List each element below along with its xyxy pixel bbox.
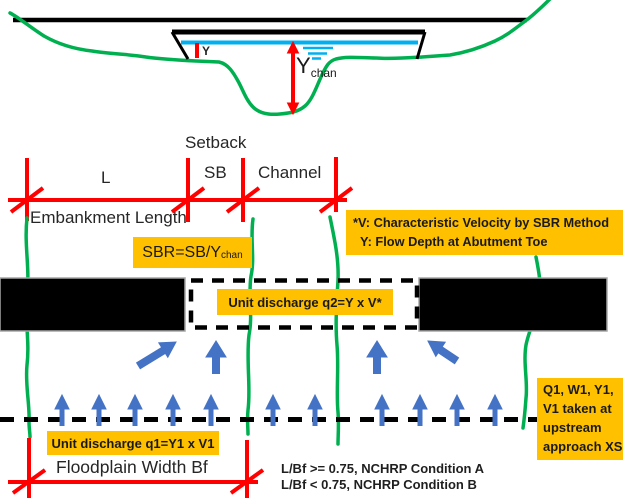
segment-sb-label: SB xyxy=(204,163,227,182)
segment-l-label: L xyxy=(101,168,111,187)
floodplain-dimension-line xyxy=(8,438,265,498)
flow-arrow-diagonal-right xyxy=(427,340,460,365)
abutment-depth-label: Y xyxy=(202,44,211,58)
floodplain-slash-left xyxy=(11,468,47,495)
flow-arrow-small-5 xyxy=(203,393,219,426)
terrain-ground-line xyxy=(8,0,552,117)
flow-arrow-small-4 xyxy=(165,393,181,426)
flow-arrow-vertical-big-2 xyxy=(366,340,388,374)
flow-arrow-small-1 xyxy=(54,393,70,426)
flow-arrow-vertical-big-1 xyxy=(205,340,227,374)
dimension-slash-4 xyxy=(318,186,354,214)
embankment-length-caption: Embankment Length xyxy=(30,208,187,227)
channel-depth-arrow xyxy=(286,40,300,116)
flow-arrow-diagonal-left xyxy=(135,341,177,370)
velocity-definition-note: *V: Characteristic Velocity by SBR Metho… xyxy=(346,210,623,255)
flow-arrow-small-11 xyxy=(487,393,503,426)
flow-arrow-small-9 xyxy=(412,393,428,426)
water-symbol-icon xyxy=(303,46,333,60)
floodplain-slash-right xyxy=(229,468,265,495)
velocity-note-line2: Y: Flow Depth at Abutment Toe xyxy=(360,234,548,249)
flow-arrow-small-3 xyxy=(127,393,143,426)
flow-arrow-small-8 xyxy=(374,393,390,426)
sbr-formula-sub: chan xyxy=(221,250,243,261)
stream-edge-line-3 xyxy=(328,215,341,446)
upstream-note-line1: Q1, W1, Y1, xyxy=(543,382,614,397)
velocity-note-line1: *V: Characteristic Velocity by SBR Metho… xyxy=(353,215,610,230)
left-embankment-bar xyxy=(0,277,186,332)
floodplain-width-caption: Floodplain Width Bf xyxy=(56,457,208,477)
segment-channel-label: Channel xyxy=(258,163,322,182)
flow-arrow-small-2 xyxy=(91,393,107,426)
stream-edge-line-1 xyxy=(24,216,32,439)
sbr-formula-main: SBR=SB/Y xyxy=(142,243,221,261)
channel-depth-label-main: Y xyxy=(296,53,311,78)
right-abutment-slope-line xyxy=(415,31,427,60)
nchrp-condition-b-text: L/Bf < 0.75, NCHRP Condition B xyxy=(281,477,477,492)
upstream-note-line4: approach XS xyxy=(543,439,623,454)
dimension-slash-3 xyxy=(225,186,261,214)
q2-unit-discharge-note: Unit discharge q2=Y x V* xyxy=(217,289,393,315)
flow-arrow-small-7 xyxy=(307,393,323,426)
bridge-opening-dashed-outline xyxy=(188,278,420,330)
flow-arrows xyxy=(54,340,503,426)
flow-arrow-small-6 xyxy=(265,393,281,426)
upstream-approach-note: Q1, W1, Y1, V1 taken at upstream approac… xyxy=(537,378,623,460)
flow-arrow-small-10 xyxy=(449,393,465,426)
right-embankment-bar xyxy=(418,277,608,332)
dimension-slash-2 xyxy=(170,186,206,214)
channel-depth-label: Ychan xyxy=(296,53,337,80)
left-abutment-slope-line xyxy=(170,31,190,60)
setback-title: Setback xyxy=(185,133,247,152)
upstream-note-line3: upstream xyxy=(543,420,602,435)
upstream-note-line2: V1 taken at xyxy=(543,401,612,416)
dimension-slash-1 xyxy=(9,186,45,214)
nchrp-condition-a-text: L/Bf >= 0.75, NCHRP Condition A xyxy=(281,461,484,476)
q1-unit-discharge-note: Unit discharge q1=Y1 x V1 xyxy=(47,431,219,455)
top-dimension-line xyxy=(8,157,354,222)
channel-depth-label-sub: chan xyxy=(310,66,337,80)
